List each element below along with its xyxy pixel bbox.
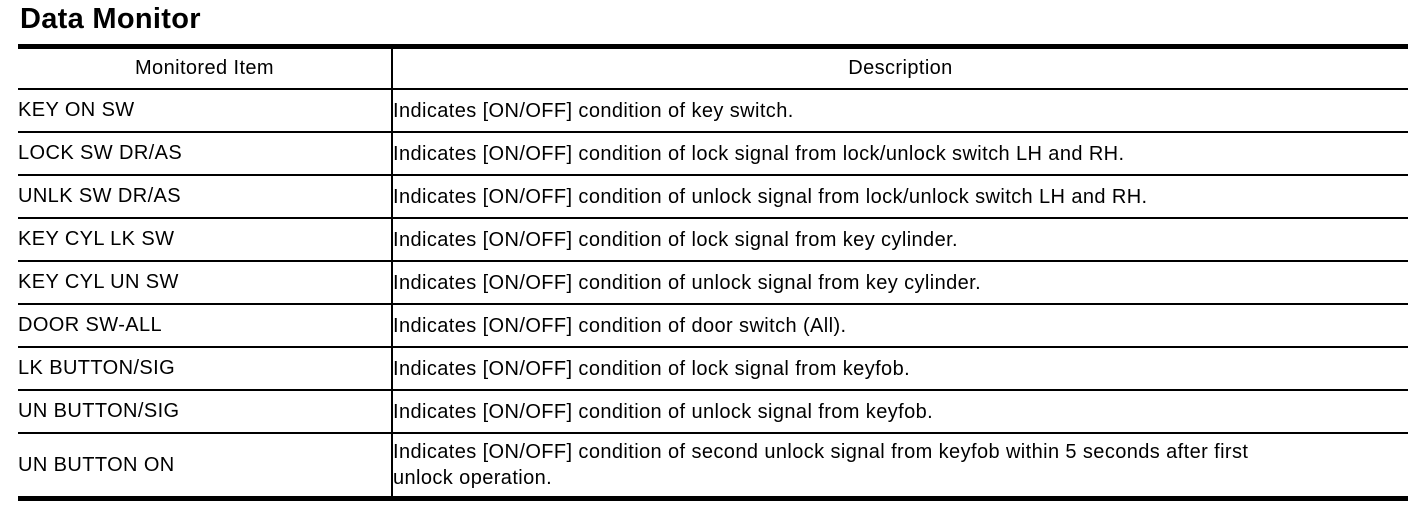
monitored-item-cell: KEY CYL LK SW [18, 218, 393, 262]
table-row: KEY CYL LK SW Indicates [ON/OFF] conditi… [18, 218, 1408, 262]
description-cell: Indicates [ON/OFF] condition of key swit… [392, 89, 1408, 133]
monitored-item-cell: DOOR SW-ALL [18, 304, 393, 348]
table-row: LK BUTTON/SIG Indicates [ON/OFF] conditi… [18, 347, 1408, 391]
description-cell: Indicates [ON/OFF] condition of lock sig… [392, 218, 1408, 262]
description-text: Indicates [ON/OFF] condition of key swit… [393, 99, 794, 122]
monitored-item-cell: UNLK SW DR/AS [18, 175, 393, 219]
description-cell: Indicates [ON/OFF] condition of unlock s… [392, 261, 1408, 305]
column-header-monitored-item: Monitored Item [18, 46, 393, 90]
description-text: Indicates [ON/OFF] condition of lock sig… [393, 357, 911, 380]
table-row: DOOR SW-ALL Indicates [ON/OFF] condition… [18, 304, 1408, 348]
data-monitor-table: Monitored Item Description KEY ON SW Ind… [18, 44, 1408, 501]
monitored-item-cell: UN BUTTON/SIG [18, 390, 393, 434]
description-text: Indicates [ON/OFF] condition of lock sig… [393, 142, 1125, 165]
monitored-item-cell: UN BUTTON ON [18, 433, 393, 500]
monitored-item-cell: KEY CYL UN SW [18, 261, 393, 305]
table-row: UNLK SW DR/AS Indicates [ON/OFF] conditi… [18, 175, 1408, 219]
description-text: Indicates [ON/OFF] condition of unlock s… [393, 400, 934, 423]
table-row: KEY CYL UN SW Indicates [ON/OFF] conditi… [18, 261, 1408, 305]
description-text: Indicates [ON/OFF] condition of unlock s… [393, 185, 1148, 208]
table-header-row: Monitored Item Description [18, 46, 1408, 90]
description-text: Indicates [ON/OFF] condition of door swi… [393, 314, 847, 337]
table-row: LOCK SW DR/AS Indicates [ON/OFF] conditi… [18, 132, 1408, 176]
description-text: Indicates [ON/OFF] condition of unlock s… [393, 271, 982, 294]
page-title: Data Monitor [20, 3, 201, 35]
monitored-item-cell: KEY ON SW [18, 89, 393, 133]
description-cell: Indicates [ON/OFF] condition of lock sig… [392, 347, 1408, 391]
table-row: UN BUTTON ON Indicates [ON/OFF] conditio… [18, 433, 1408, 500]
table-row: KEY ON SW Indicates [ON/OFF] condition o… [18, 89, 1408, 133]
table-row: UN BUTTON/SIG Indicates [ON/OFF] conditi… [18, 390, 1408, 434]
description-cell: Indicates [ON/OFF] condition of door swi… [392, 304, 1408, 348]
monitored-item-cell: LK BUTTON/SIG [18, 347, 393, 391]
description-text: Indicates [ON/OFF] condition of lock sig… [393, 228, 959, 251]
description-cell: Indicates [ON/OFF] condition of second u… [392, 433, 1408, 500]
description-cell: Indicates [ON/OFF] condition of unlock s… [392, 175, 1408, 219]
description-text: Indicates [ON/OFF] condition of second u… [393, 441, 1249, 489]
description-cell: Indicates [ON/OFF] condition of lock sig… [392, 132, 1408, 176]
column-header-description: Description [392, 46, 1408, 90]
monitored-item-cell: LOCK SW DR/AS [18, 132, 393, 176]
description-cell: Indicates [ON/OFF] condition of unlock s… [392, 390, 1408, 434]
